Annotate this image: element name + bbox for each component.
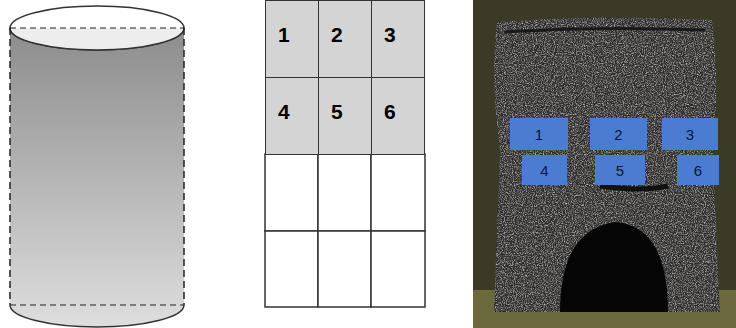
callout-number: 3 (686, 126, 694, 143)
cell-number: 4 (278, 100, 290, 124)
grid-cell: 1 (265, 0, 319, 78)
callout-number: 1 (535, 126, 543, 143)
specimen-photo (473, 0, 736, 328)
cell-number: 3 (384, 23, 396, 47)
callout-number: 5 (616, 162, 624, 179)
grid-cell: 3 (371, 0, 425, 78)
cell-number: 1 (278, 23, 290, 47)
grid-cell: 6 (371, 77, 425, 155)
sample-marker: 3 (662, 118, 718, 150)
cylinder (10, 6, 184, 327)
cell-number: 5 (331, 100, 343, 124)
sample-marker: 2 (590, 118, 647, 150)
grid-cell: 5 (318, 77, 372, 155)
sample-marker: 1 (510, 118, 568, 150)
sample-marker: 4 (522, 155, 567, 185)
cell-number: 6 (384, 100, 396, 124)
callout-number: 4 (540, 162, 548, 179)
sample-marker: 5 (595, 155, 645, 185)
grid-cell: 2 (318, 0, 372, 78)
callout-number: 6 (694, 162, 702, 179)
section-grid (265, 154, 425, 307)
grid-cell: 4 (265, 77, 319, 155)
callout-number: 2 (614, 126, 622, 143)
cell-number: 2 (331, 23, 343, 47)
sample-marker: 6 (677, 155, 719, 185)
